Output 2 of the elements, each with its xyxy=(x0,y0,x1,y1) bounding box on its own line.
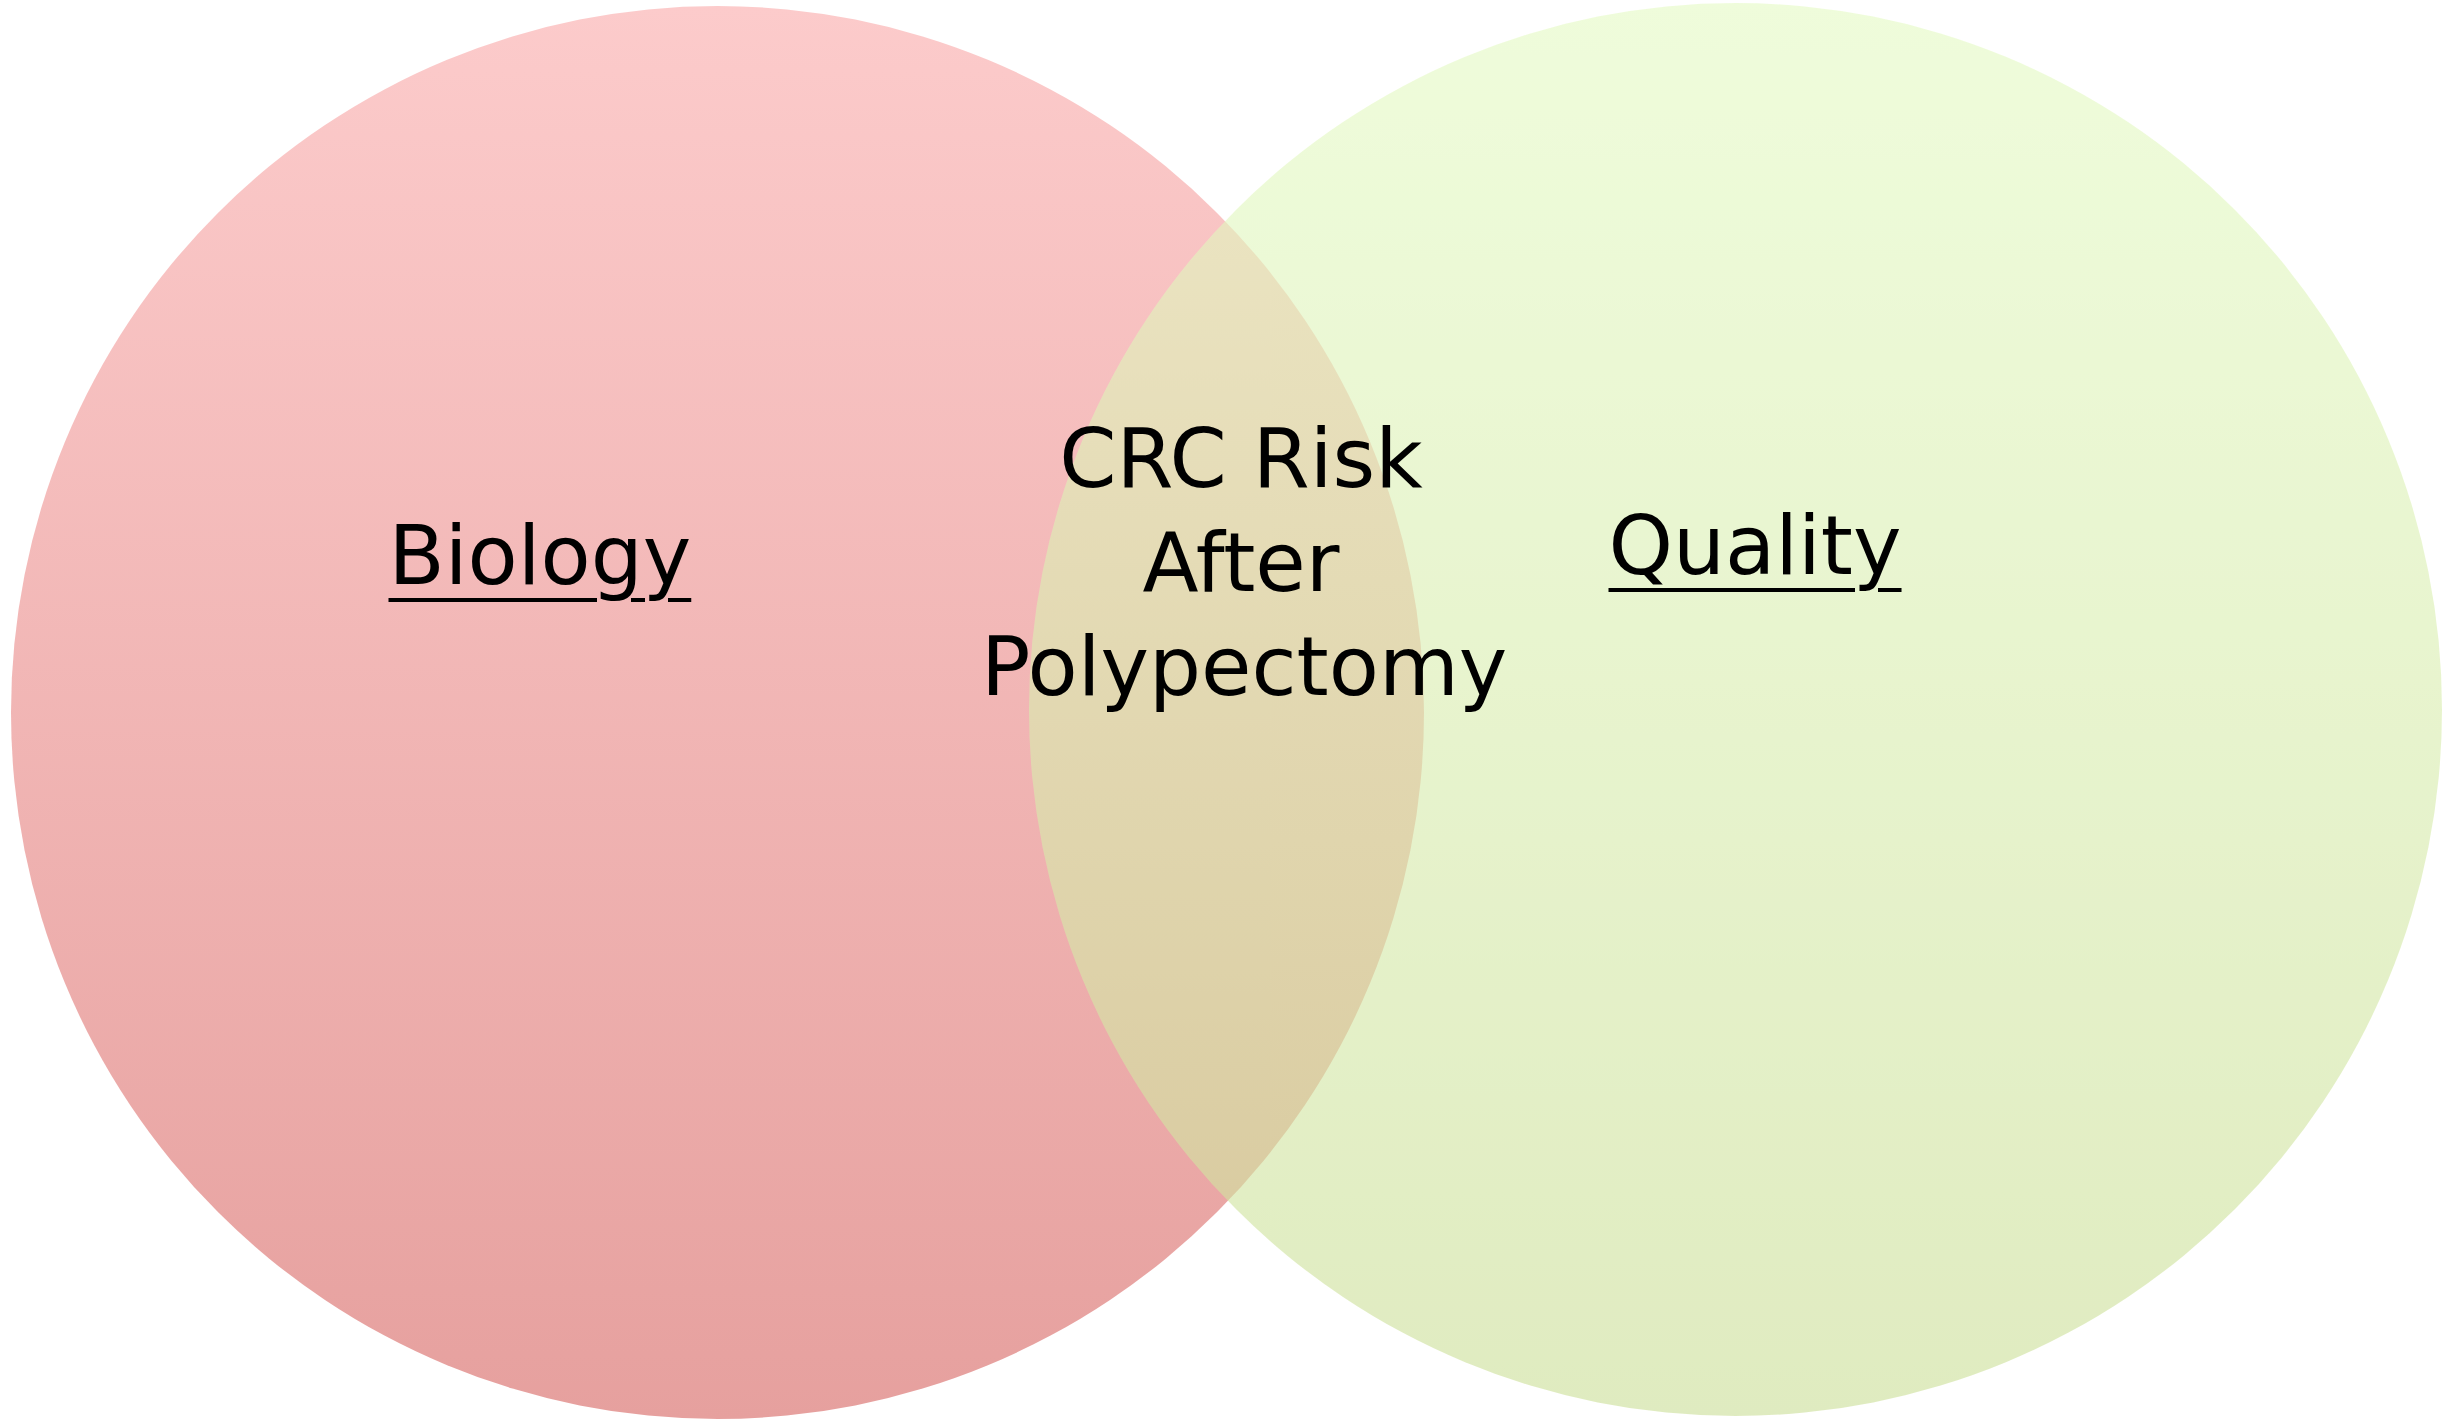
circle-label: Quality xyxy=(1608,497,1902,593)
circle-label: Biology xyxy=(388,507,692,603)
